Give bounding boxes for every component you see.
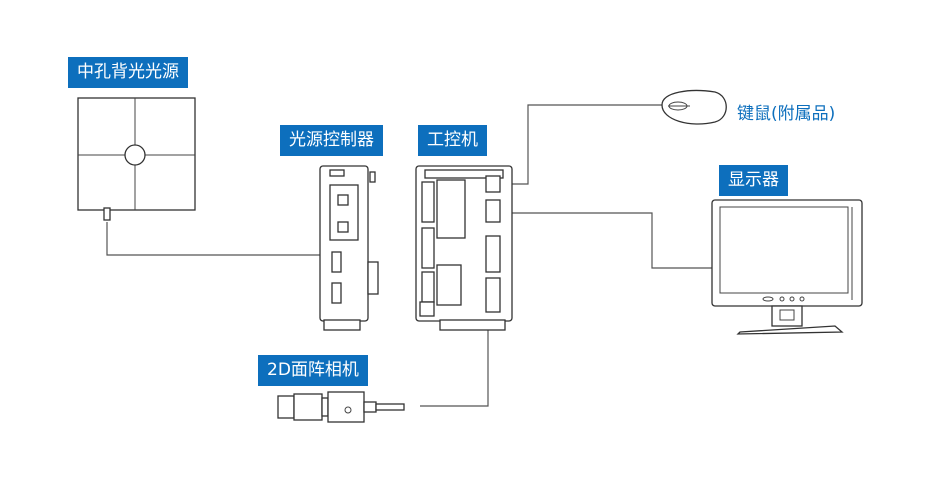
label-ipc: 工控机	[418, 125, 487, 156]
label-keyboard-mouse: 键鼠(附属品)	[737, 104, 836, 124]
cable-ipc-camera	[420, 312, 489, 407]
mouse-device	[661, 89, 727, 125]
backlight-panel	[77, 97, 196, 221]
label-camera: 2D面阵相机	[258, 355, 368, 386]
cable-ipc-monitor	[500, 212, 713, 269]
label-backlight: 中孔背光光源	[68, 57, 188, 88]
cable-backlight-controller	[106, 222, 330, 256]
ipc-device	[415, 165, 513, 331]
label-light-controller: 光源控制器	[280, 125, 383, 156]
light-controller-device	[319, 165, 379, 331]
monitor-device	[711, 199, 863, 335]
camera-device	[277, 391, 405, 423]
cable-ipc-mouse	[494, 104, 662, 185]
label-monitor: 显示器	[719, 165, 788, 196]
